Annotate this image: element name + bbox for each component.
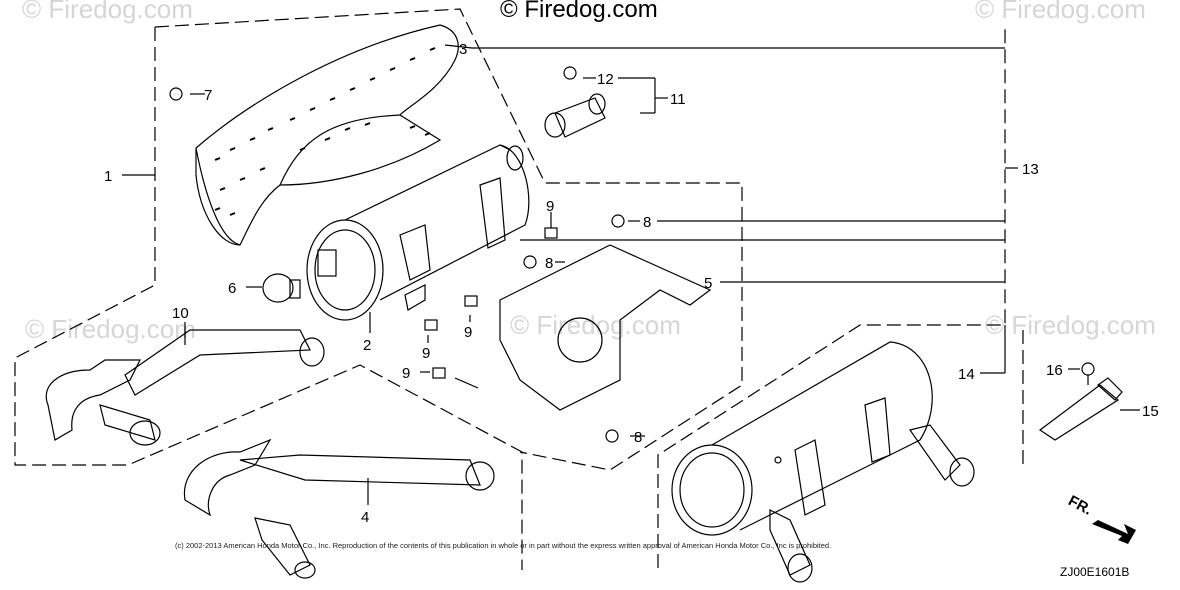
watermark-faint-midleft: © Firedog.com — [25, 314, 196, 344]
callout-16: 16 — [1046, 362, 1063, 379]
callout-13: 13 — [1022, 161, 1039, 178]
muffler-14 — [671, 341, 975, 583]
watermark-faint-topleft: © Firedog.com — [22, 0, 193, 24]
callout-10: 10 — [172, 305, 189, 322]
callout-6: 6 — [228, 280, 236, 297]
callout-1: 1 — [104, 168, 112, 185]
spark-arrester — [1038, 377, 1123, 441]
direction-arrow-icon — [1092, 520, 1136, 544]
callout-12: 12 — [597, 71, 614, 88]
callout-3: 3 — [459, 41, 467, 58]
watermark-faint-topright: © Firedog.com — [975, 0, 1146, 24]
callout-9-d: 9 — [402, 365, 410, 382]
diagram-code: ZJ00E1601B — [1060, 565, 1130, 579]
port-protector-11 — [544, 93, 606, 138]
muffler-protector — [499, 244, 712, 411]
watermark-main: © Firedog.com — [500, 0, 658, 23]
callout-8-bottom: 8 — [634, 429, 642, 446]
callout-9-c: 9 — [422, 345, 430, 362]
callout-9-b: 9 — [464, 324, 472, 341]
callout-8-mid: 8 — [545, 255, 553, 272]
callout-15: 15 — [1142, 403, 1159, 420]
callout-11: 11 — [670, 91, 686, 108]
callout-5: 5 — [704, 275, 712, 292]
callout-14: 14 — [958, 366, 975, 383]
callout-2: 2 — [363, 337, 371, 354]
copyright-notice: (c) 2002-2013 American Honda Motor Co., … — [175, 541, 832, 550]
exhaust-pipe-4 — [183, 438, 495, 579]
clamp-band — [262, 273, 301, 303]
bolts — [169, 66, 625, 443]
exhaust-pipe-10 — [45, 329, 325, 446]
group-boundary-lines — [14, 8, 1024, 570]
screw-16 — [1081, 362, 1095, 385]
heat-shield — [195, 24, 459, 246]
callout-7: 7 — [204, 87, 212, 104]
watermark-faint-midright: © Firedog.com — [985, 310, 1156, 340]
leader-lines — [122, 44, 1140, 505]
callout-8-top: 8 — [643, 214, 651, 231]
muffler — [306, 144, 530, 321]
callout-4: 4 — [361, 509, 369, 526]
callout-9-a: 9 — [546, 198, 554, 215]
